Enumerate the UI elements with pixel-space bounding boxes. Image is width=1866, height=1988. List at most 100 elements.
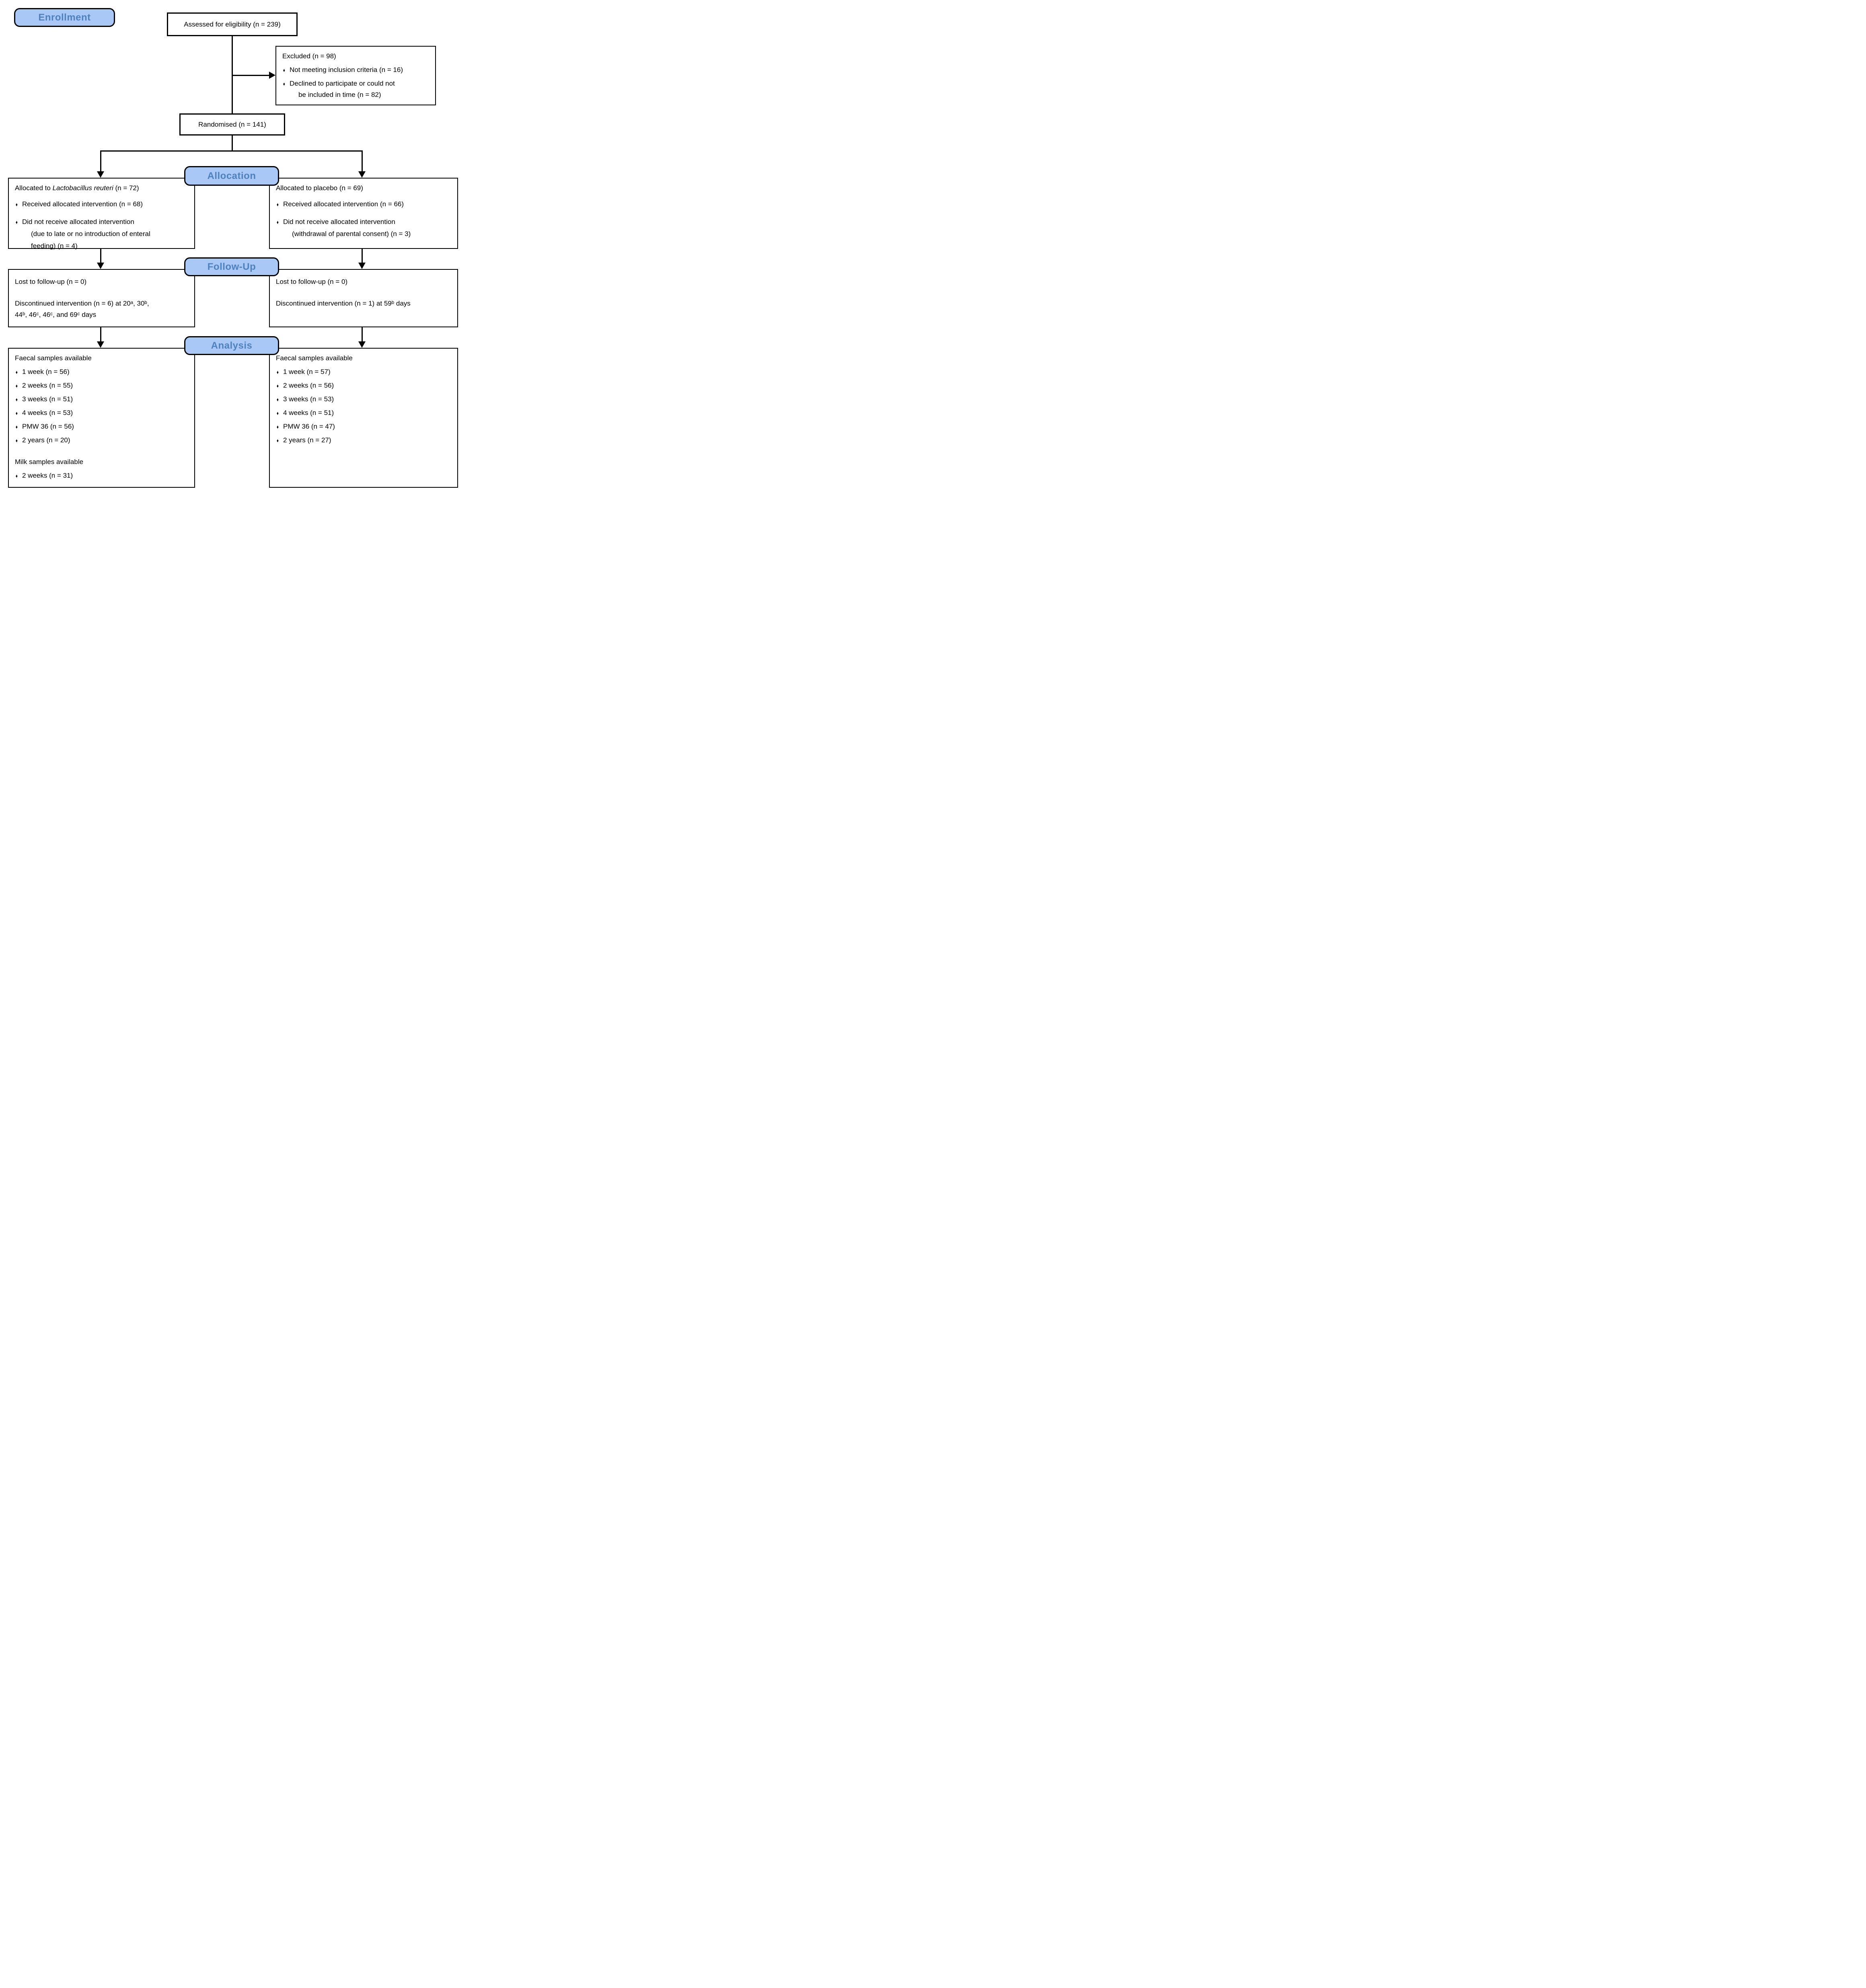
connector-followup-to-analysis-right	[362, 327, 363, 342]
analysis-left-faecal-2: 2 weeks (n = 55)	[22, 382, 73, 389]
bullet-item: ♦ 2 years (n = 27)	[270, 435, 457, 445]
arrowhead-into-analysis-left-icon	[97, 341, 104, 348]
connector-allocation-to-followup-right	[362, 249, 363, 263]
bullet-item: ♦ 2 weeks (n = 55)	[9, 381, 194, 390]
allocation-left-title-prefix: Allocated to	[15, 184, 53, 192]
assessed-box: Assessed for eligibility (n = 239)	[167, 12, 298, 36]
analysis-left-box: Faecal samples available ♦ 1 week (n = 5…	[8, 348, 195, 488]
connector-branch-to-excluded	[232, 75, 269, 76]
bullet-item: ♦ 2 weeks (n = 31)	[9, 471, 194, 481]
allocation-left-bullet2: Did not receive allocated intervention	[22, 218, 134, 226]
analysis-left-faecal-1: 1 week (n = 56)	[22, 368, 70, 376]
bullet-diamond-icon: ♦	[276, 437, 279, 444]
followup-right-line2: Discontinued intervention (n = 1) at 59ᵇ…	[276, 300, 411, 307]
connector-followup-to-analysis-left	[100, 327, 101, 342]
allocation-right-title: Allocated to placebo (n = 69)	[276, 184, 363, 192]
consort-flow-diagram: { "colors": { "banner_fill": "#aac8f6", …	[0, 0, 466, 497]
allocation-left-bullet1: Received allocated intervention (n = 68)	[22, 200, 143, 208]
analysis-left-milk-1: 2 weeks (n = 31)	[22, 472, 73, 479]
bullet-item: ♦ 2 weeks (n = 56)	[270, 381, 457, 390]
bullet-diamond-icon: ♦	[15, 369, 18, 375]
excluded-bullet1: Not meeting inclusion criteria (n = 16)	[290, 66, 403, 74]
bullet-diamond-icon: ♦	[276, 219, 279, 225]
randomised-box: Randomised (n = 141)	[179, 113, 285, 136]
followup-left-line1: Lost to follow-up (n = 0)	[15, 278, 87, 285]
bullet-item: ♦ PMW 36 (n = 47)	[270, 422, 457, 431]
analysis-left-faecal-4: 4 weeks (n = 53)	[22, 409, 73, 417]
bullet-item: ♦ 3 weeks (n = 53)	[270, 394, 457, 404]
analysis-right-faecal-2: 2 weeks (n = 56)	[283, 382, 334, 389]
analysis-left-title2: Milk samples available	[15, 458, 84, 466]
bullet-item: ♦ 1 week (n = 56)	[9, 367, 194, 377]
followup-banner-label: Follow-Up	[207, 261, 256, 272]
allocation-left-title-italic: Lactobacillus reuteri	[52, 184, 113, 192]
analysis-right-faecal-3: 3 weeks (n = 53)	[283, 395, 334, 403]
assessed-text: Assessed for eligibility (n = 239)	[184, 20, 281, 28]
arrowhead-into-followup-right-icon	[358, 263, 366, 269]
diagram-stage: Assessed for eligibility (n = 239) Exclu…	[0, 0, 466, 497]
connector-randomised-to-split	[232, 136, 233, 152]
analysis-right-faecal-4: 4 weeks (n = 51)	[283, 409, 334, 417]
allocation-right-bullet2-line2: (withdrawal of parental consent) (n = 3)	[292, 230, 411, 238]
excluded-bullet2-line2: be included in time (n = 82)	[298, 91, 381, 99]
analysis-banner: Analysis	[184, 336, 279, 355]
bullet-item: ♦ Not meeting inclusion criteria (n = 16…	[276, 65, 435, 75]
followup-left-box: Lost to follow-up (n = 0) Discontinued i…	[8, 269, 195, 327]
bullet-diamond-icon: ♦	[15, 383, 18, 389]
bullet-item: ♦ 1 week (n = 57)	[270, 367, 457, 377]
followup-right-box: Lost to follow-up (n = 0) Discontinued i…	[269, 269, 458, 327]
bullet-item: ♦ Did not receive allocated intervention	[9, 217, 194, 227]
bullet-diamond-icon: ♦	[276, 383, 279, 389]
bullet-diamond-icon: ♦	[15, 473, 18, 479]
bullet-item: ♦ 4 weeks (n = 53)	[9, 408, 194, 418]
randomised-text: Randomised (n = 141)	[198, 120, 266, 128]
bullet-item: ♦ 2 years (n = 20)	[9, 435, 194, 445]
bullet-diamond-icon: ♦	[283, 81, 285, 87]
bullet-diamond-icon: ♦	[15, 424, 18, 430]
bullet-item: ♦ Received allocated intervention (n = 6…	[9, 199, 194, 209]
analysis-right-faecal-5: PMW 36 (n = 47)	[283, 423, 335, 430]
arrowhead-into-analysis-right-icon	[358, 341, 366, 348]
arrowhead-into-allocation-right-icon	[358, 171, 366, 178]
followup-left-line3: 44ᵇ, 46ᶜ, 46ᶜ, and 69ᶜ days	[15, 311, 97, 318]
bullet-item: ♦ Received allocated intervention (n = 6…	[270, 199, 457, 209]
arrowhead-into-followup-left-icon	[97, 263, 104, 269]
bullet-diamond-icon: ♦	[15, 219, 18, 225]
enrollment-banner-label: Enrollment	[38, 12, 91, 23]
bullet-item: ♦ PMW 36 (n = 56)	[9, 422, 194, 431]
followup-banner: Follow-Up	[184, 257, 279, 276]
arrowhead-into-excluded-icon	[269, 72, 275, 79]
analysis-left-faecal-3: 3 weeks (n = 51)	[22, 395, 73, 403]
analysis-right-faecal-1: 1 week (n = 57)	[283, 368, 331, 376]
analysis-left-title1: Faecal samples available	[15, 354, 92, 362]
bullet-item: ♦ Did not receive allocated intervention	[270, 217, 457, 227]
bullet-item: ♦ 4 weeks (n = 51)	[270, 408, 457, 418]
analysis-left-faecal-6: 2 years (n = 20)	[22, 436, 70, 444]
excluded-title: Excluded (n = 98)	[282, 52, 336, 60]
allocation-banner-label: Allocation	[207, 170, 256, 181]
allocation-left-title-suffix: (n = 72)	[113, 184, 139, 192]
connector-allocation-to-followup-left	[100, 249, 101, 263]
bullet-diamond-icon: ♦	[15, 396, 18, 403]
bullet-diamond-icon: ♦	[276, 424, 279, 430]
bullet-item: ♦ 3 weeks (n = 51)	[9, 394, 194, 404]
allocation-left-bullet2-line2: (due to late or no introduction of enter…	[31, 230, 150, 238]
bullet-diamond-icon: ♦	[276, 369, 279, 375]
excluded-bullet2-line1: Declined to participate or could not	[290, 80, 395, 87]
bullet-diamond-icon: ♦	[276, 201, 279, 207]
enrollment-banner: Enrollment	[14, 8, 115, 27]
allocation-left-bullet2-line3: feeding) (n = 4)	[31, 242, 78, 250]
analysis-right-faecal-6: 2 years (n = 27)	[283, 436, 331, 444]
bullet-diamond-icon: ♦	[276, 410, 279, 416]
analysis-banner-label: Analysis	[211, 340, 253, 351]
allocation-left-box: Allocated to Lactobacillus reuteri (n = …	[8, 178, 195, 250]
followup-right-line1: Lost to follow-up (n = 0)	[276, 278, 348, 285]
allocation-right-bullet1: Received allocated intervention (n = 66)	[283, 200, 404, 208]
split-line	[100, 150, 363, 152]
connector-split-to-allocation-right	[362, 150, 363, 172]
bullet-diamond-icon: ♦	[15, 437, 18, 444]
followup-left-line2: Discontinued intervention (n = 6) at 20ᵃ…	[15, 300, 149, 307]
analysis-right-box: Faecal samples available ♦ 1 week (n = 5…	[269, 348, 458, 488]
excluded-box: Excluded (n = 98) ♦ Not meeting inclusio…	[275, 46, 436, 105]
allocation-right-bullet2: Did not receive allocated intervention	[283, 218, 395, 226]
